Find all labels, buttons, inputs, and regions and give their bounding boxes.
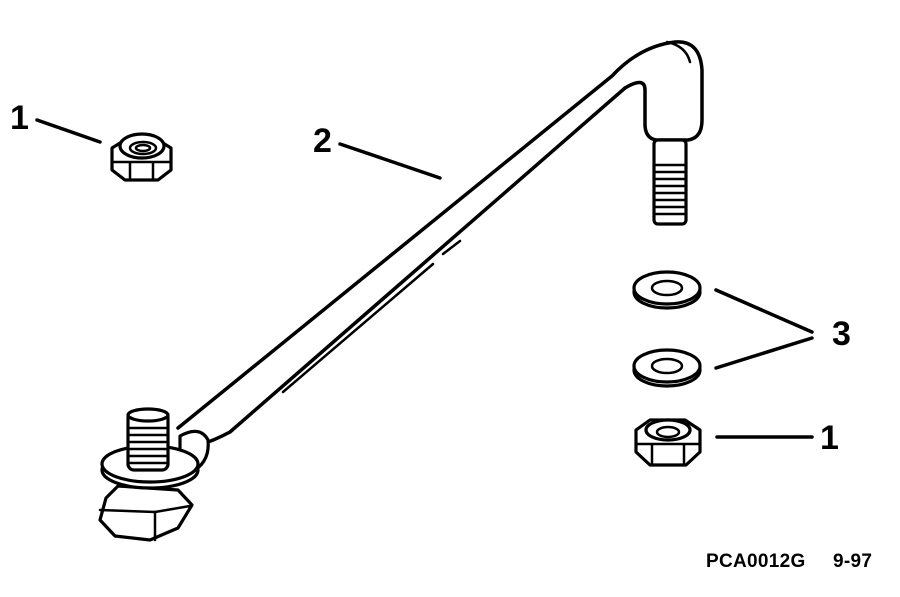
callout-3: 3: [832, 315, 851, 353]
link-rod-icon: [176, 40, 704, 447]
hex-nut-icon: [634, 418, 702, 467]
callout-1-top: 1: [10, 99, 29, 137]
figure-date: 9-97: [833, 551, 873, 572]
callout-2: 2: [313, 122, 332, 160]
washer-icon-1: [632, 270, 702, 310]
locknut-icon: [110, 132, 173, 182]
leader-line-1-top: [35, 118, 102, 144]
leader-line-2: [338, 142, 442, 180]
stud-threads-top: [654, 163, 686, 216]
washer-icon-2: [632, 348, 702, 388]
leader-line-3b: [714, 336, 814, 370]
leader-line-3a: [714, 288, 814, 334]
figure-code: PCA0012G: [706, 551, 806, 572]
rod-end-assembly-icon: [98, 407, 210, 542]
stud-threads-bottom: [128, 426, 168, 465]
callout-1-bottom: 1: [820, 419, 839, 457]
